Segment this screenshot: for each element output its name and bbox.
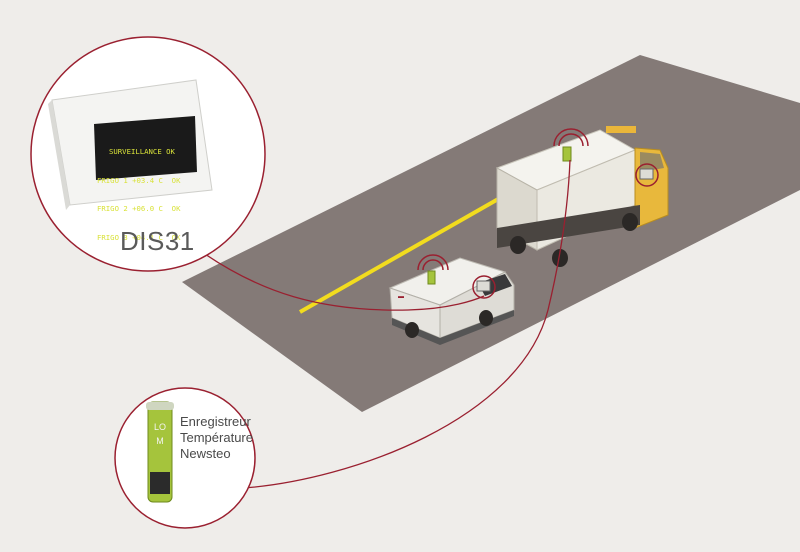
van: ▬	[388, 257, 515, 345]
truck	[495, 126, 669, 267]
dis31-label: DIS31	[120, 226, 195, 256]
connector-line-display	[201, 251, 485, 311]
logger-callout	[114, 387, 256, 529]
logger-brand-letters: LOM	[153, 422, 166, 446]
logger-label: Enregistreur Température Newsteo	[180, 414, 300, 462]
logger-label-line-1: Enregistreur	[180, 414, 251, 429]
logger-brand-text: LOM	[153, 420, 167, 448]
dis31-lcd-screen: SURVEILLANCE OK FRIGO 1 +03.4 C OK FRIGO…	[97, 128, 192, 242]
wifi-signal-icon	[417, 128, 589, 271]
logger-label-line-2: Température	[180, 430, 253, 445]
dis31-callout	[30, 36, 266, 272]
lcd-line-frigo1: FRIGO 1 +03.4 C OK	[97, 175, 181, 185]
lcd-line-status: SURVEILLANCE OK	[109, 147, 175, 156]
road-center-line	[299, 196, 501, 314]
lcd-line-frigo3: FRIGO 3 +04.1 C OK	[97, 232, 181, 242]
connector-line-logger	[243, 159, 571, 489]
logger-label-line-3: Newsteo	[180, 446, 231, 461]
road	[182, 55, 800, 412]
svg-text:▬: ▬	[398, 294, 404, 300]
lcd-line-frigo2: FRIGO 2 +06.0 C OK	[97, 204, 181, 213]
